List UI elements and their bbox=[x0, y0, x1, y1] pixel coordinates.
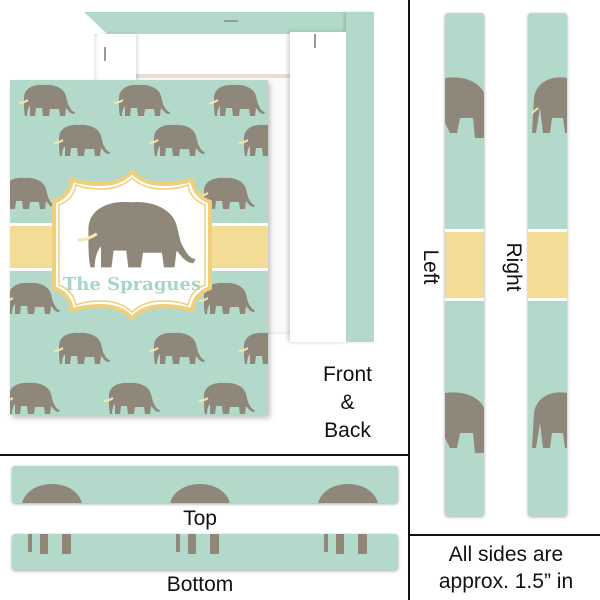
back-label: Back bbox=[324, 419, 371, 442]
elephant-icon bbox=[77, 201, 196, 268]
name-label-frame: The Spragues bbox=[52, 170, 212, 320]
right-label: Right bbox=[502, 242, 525, 292]
back-wrap-top bbox=[84, 12, 374, 34]
elephant-icon bbox=[532, 392, 567, 448]
front-label: Front bbox=[322, 363, 372, 386]
elephant-icon bbox=[170, 484, 230, 503]
elephant-icon bbox=[445, 392, 484, 453]
back-wrap-right bbox=[346, 12, 374, 342]
staple bbox=[104, 47, 106, 61]
elephant-icon bbox=[445, 77, 484, 138]
left-horizontal-divider bbox=[0, 454, 409, 456]
right-horizontal-divider bbox=[409, 534, 600, 536]
size-note-line1: All sides are bbox=[448, 543, 564, 566]
canvas-front: The Spragues bbox=[10, 80, 268, 415]
bottom-label: Bottom bbox=[166, 573, 234, 596]
yellow-band bbox=[528, 229, 567, 301]
size-note: All sides are approx. 1.5” in bbox=[412, 541, 600, 595]
top-side-strip bbox=[12, 466, 398, 503]
front-back-label: Front & Back bbox=[300, 362, 395, 444]
ampersand-label: & bbox=[340, 391, 355, 414]
vertical-divider bbox=[408, 0, 410, 600]
elephant-icon bbox=[318, 484, 378, 503]
right-side-strip bbox=[528, 13, 567, 516]
bottom-side-strip bbox=[12, 534, 398, 570]
elephant-icon bbox=[22, 484, 82, 503]
top-label: Top bbox=[183, 507, 217, 530]
left-side-strip bbox=[445, 13, 484, 516]
elephant-icon bbox=[531, 77, 567, 133]
staple bbox=[224, 20, 238, 22]
yellow-band bbox=[445, 229, 484, 301]
left-label: Left bbox=[419, 249, 442, 285]
size-note-line2: approx. 1.5” in bbox=[438, 570, 574, 593]
back-frame-right-flap bbox=[290, 32, 346, 342]
staple bbox=[314, 34, 316, 48]
canvas-name-text: The Spragues bbox=[62, 274, 202, 295]
